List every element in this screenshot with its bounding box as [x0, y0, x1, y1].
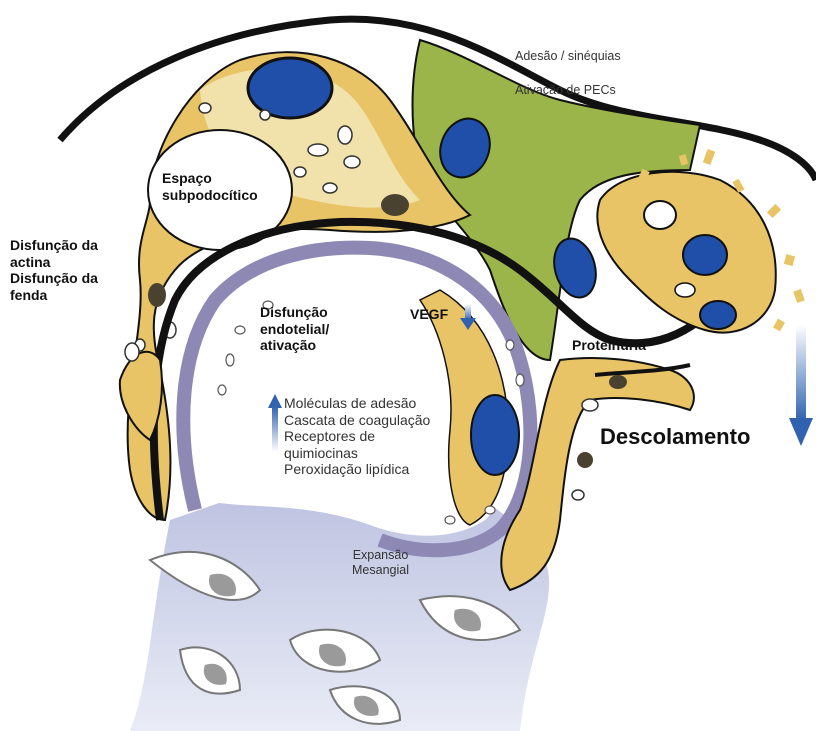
podocyte-foot-left — [120, 352, 162, 440]
strip-dark-vesicle — [577, 452, 593, 468]
dark-vesicle — [381, 194, 409, 216]
podocyte-nucleus — [248, 58, 332, 118]
detached-nucleus — [683, 235, 727, 275]
label-pec-activation: Ativação de PECs — [515, 83, 616, 98]
label-proteinuria: Proteinuria — [572, 337, 646, 354]
label-adhesion: Adesão / sinéquias — [515, 49, 621, 64]
label-endothelial-dysfunction: Disfunção endotelial/ ativação — [260, 304, 329, 354]
label-subpodocyte-space: Espaço subpodocítico — [162, 170, 258, 203]
foot-vesicle — [125, 343, 139, 361]
detached-vesicle — [644, 201, 676, 229]
label-mesangial-expansion: Expansão Mesangial — [352, 548, 409, 578]
strip-vesicle — [582, 399, 598, 411]
detached-vesicle — [675, 283, 695, 297]
endothelial-nucleus — [471, 395, 519, 475]
label-vegf: VEGF — [410, 306, 448, 323]
down-arrow-icon — [789, 325, 813, 446]
dark-vesicle — [148, 283, 166, 307]
strip-vesicle — [572, 490, 584, 500]
label-actin-slit-dysfunction: Disfunção da actina Disfunção da fenda — [10, 237, 98, 303]
detached-nucleus — [700, 301, 736, 329]
label-mediators: Moléculas de adesão Cascata de coagulaçã… — [284, 395, 430, 478]
strip-dark-vesicle — [609, 375, 627, 389]
label-detachment: Descolamento — [600, 424, 750, 450]
